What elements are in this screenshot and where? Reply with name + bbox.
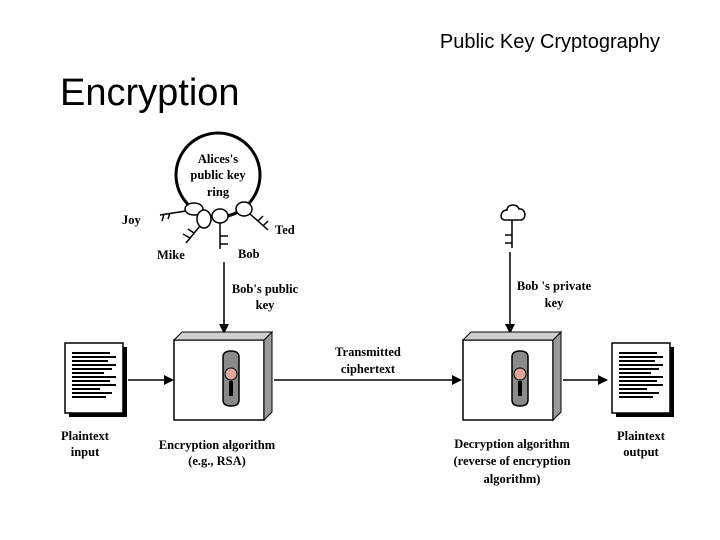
transmitted-label-line2: ciphertext	[341, 362, 396, 376]
key-ring: Alices's public key ring	[174, 131, 262, 219]
bob-label: Bob	[238, 247, 260, 261]
bob-private-key-label-line2: key	[545, 296, 565, 310]
key-ring-label-line1: Alices's	[198, 152, 238, 166]
decryption-label-line3: algorithm)	[484, 472, 541, 486]
private-key-icon	[500, 204, 526, 248]
plaintext-input-document	[64, 342, 127, 417]
ted-key-icon	[235, 201, 269, 231]
ted-label: Ted	[275, 223, 295, 237]
bob-public-key-label-line2: key	[256, 298, 276, 312]
decryption-box	[461, 330, 563, 422]
plaintext-output-label-line1: Plaintext	[617, 429, 666, 443]
bob-key-icon	[211, 208, 229, 249]
decryption-label-line1: Decryption algorithm	[454, 437, 570, 451]
bob-public-key-label-line1: Bob's public	[232, 282, 299, 296]
mike-key-icon	[182, 209, 212, 244]
joy-label: Joy	[122, 213, 142, 227]
joy-key-icon	[159, 202, 204, 222]
transmitted-label-line1: Transmitted	[335, 345, 401, 359]
slide-title: Encryption	[60, 72, 240, 114]
decryption-lock-icon	[511, 350, 529, 407]
encryption-label-line2: (e.g., RSA)	[188, 454, 246, 468]
header-title: Public Key Cryptography	[439, 31, 660, 53]
plaintext-output-document	[611, 342, 674, 417]
bob-private-key-label-line1: Bob 's private	[517, 279, 592, 293]
key-ring-label-line2: public key	[190, 168, 246, 182]
key-ring-label-line3: ring	[207, 185, 230, 199]
plaintext-input-label-line1: Plaintext	[61, 429, 110, 443]
encryption-box	[172, 330, 274, 422]
plaintext-input-label-line2: input	[71, 445, 100, 459]
plaintext-output-label-line2: output	[623, 445, 659, 459]
mike-label: Mike	[157, 248, 185, 262]
encryption-label-line1: Encryption algorithm	[159, 438, 276, 452]
encryption-lock-icon	[222, 350, 240, 407]
decryption-label-line2: (reverse of encryption	[453, 454, 570, 468]
